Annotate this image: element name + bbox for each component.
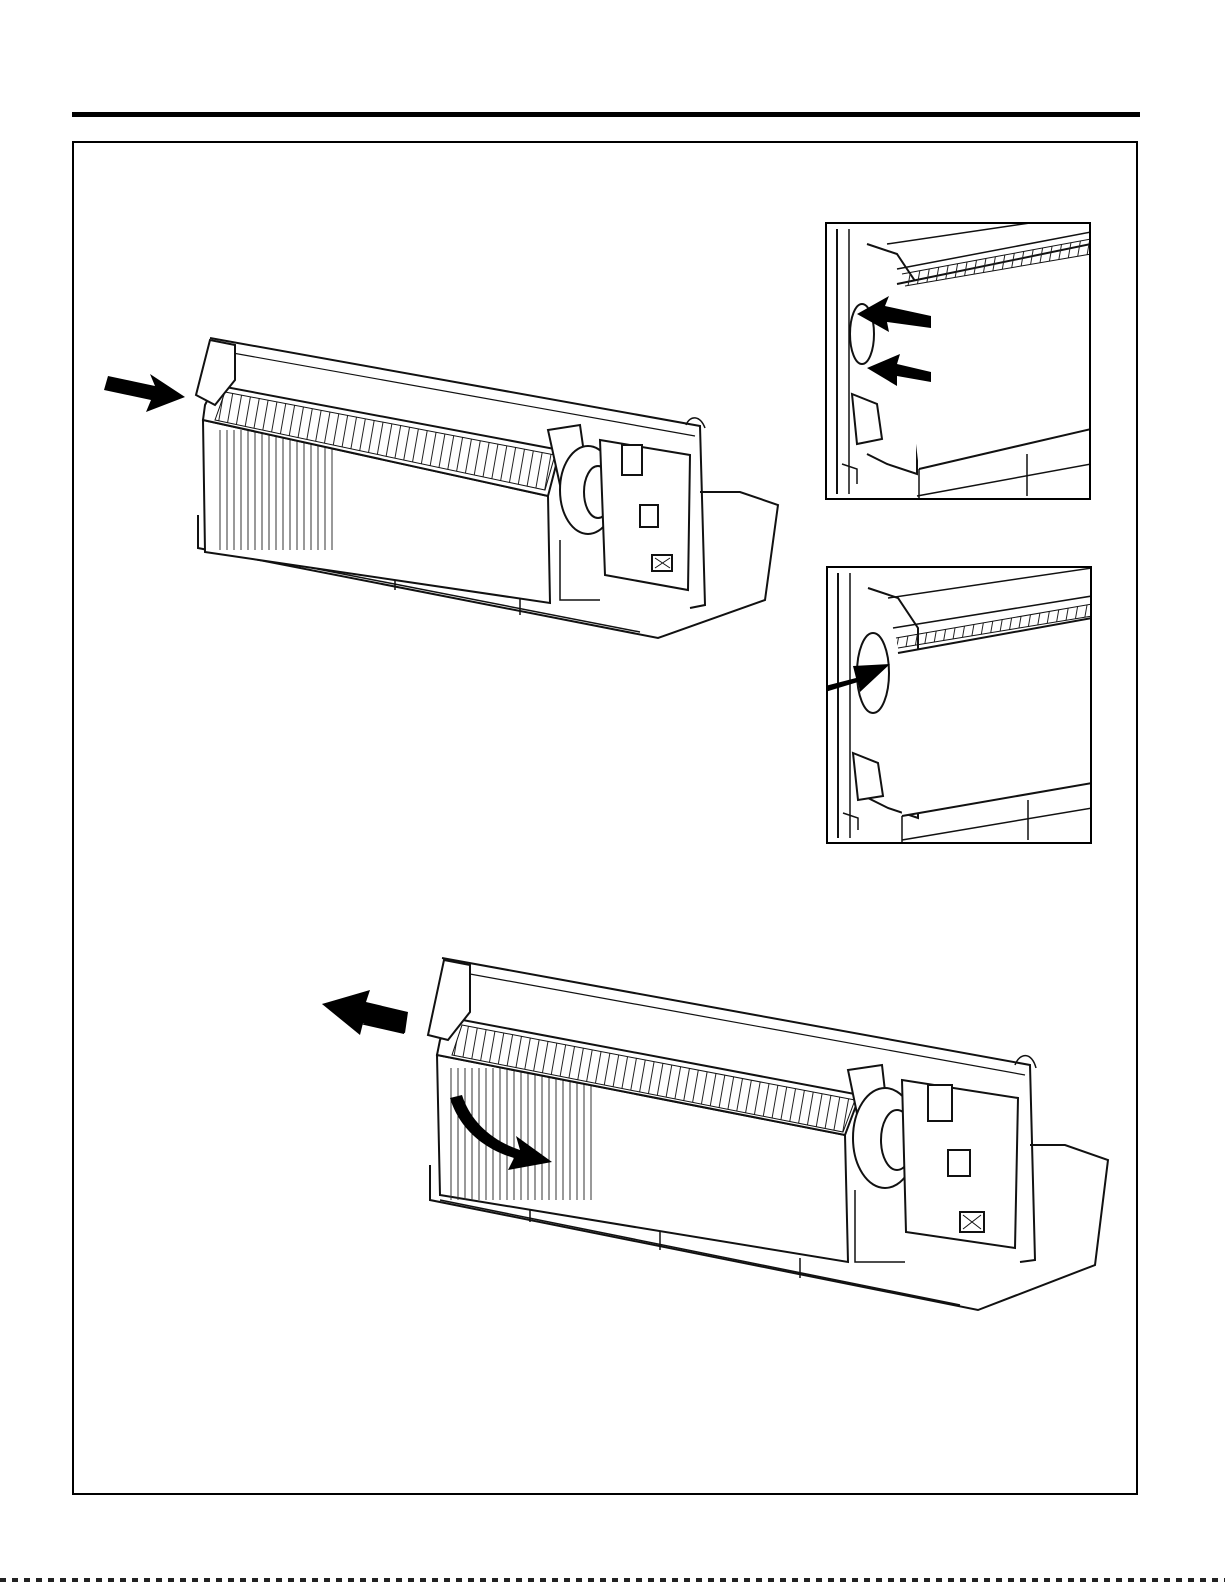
pull-arrow-body <box>322 990 408 1035</box>
unit-bottom-drawing <box>428 958 1108 1310</box>
inset-top <box>825 222 1091 500</box>
page-edge-dots <box>0 1578 1225 1582</box>
unit-top-drawing <box>196 338 778 638</box>
inset-bottom <box>826 566 1092 844</box>
push-arrow <box>104 374 185 412</box>
